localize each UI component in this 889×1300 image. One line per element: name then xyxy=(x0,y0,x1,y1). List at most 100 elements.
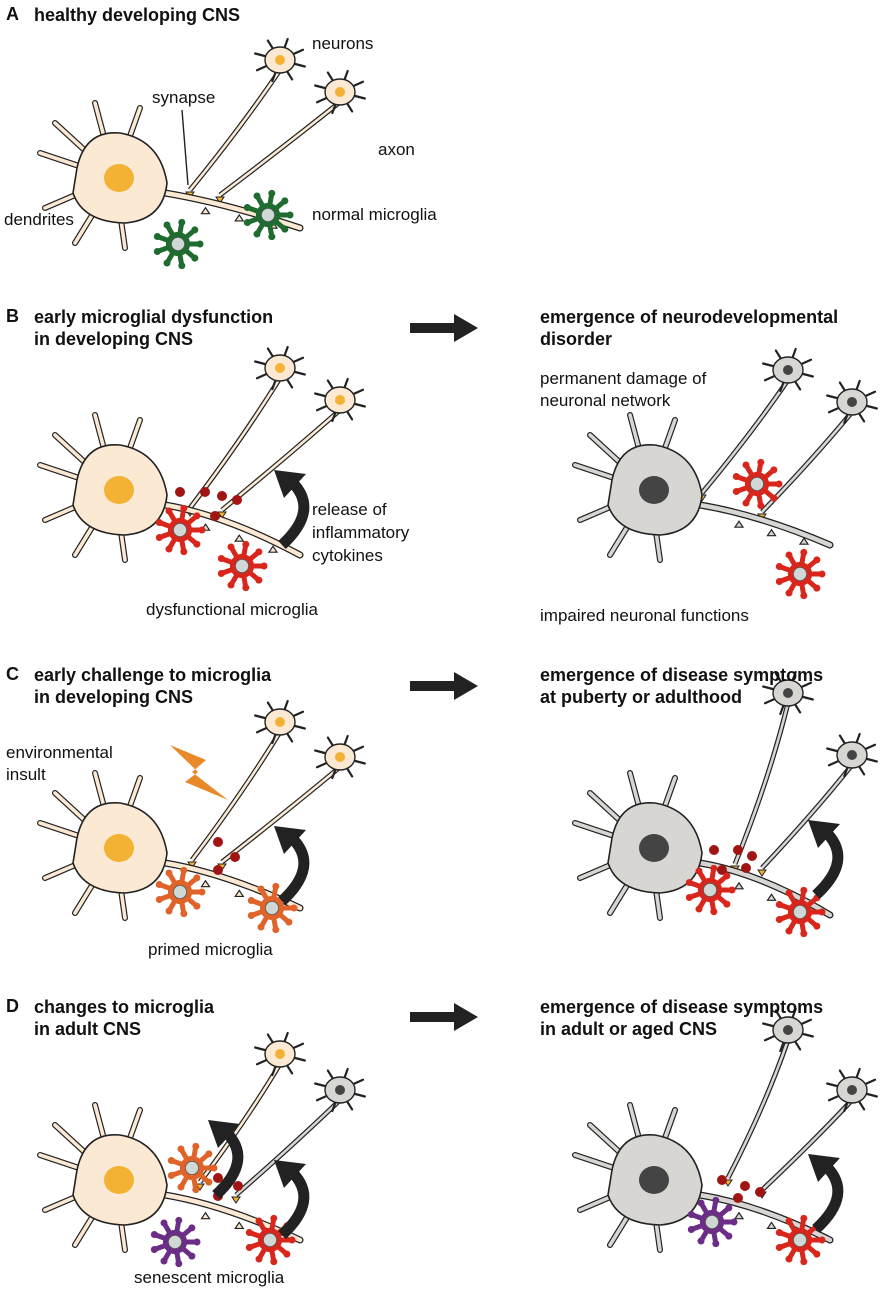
microglia-process-tip xyxy=(710,908,718,916)
small-nucleus xyxy=(275,1049,285,1059)
small-nucleus xyxy=(275,55,285,65)
dendritic-spine xyxy=(234,1221,245,1230)
microglia-process-tip xyxy=(153,232,161,240)
panel-b-title: early microglial dysfunction in developi… xyxy=(34,307,274,349)
arrow-shaft xyxy=(410,1012,456,1022)
panel-d-neuron-2 xyxy=(231,1067,366,1204)
cytokine xyxy=(200,487,210,497)
panel-d-main-neuron xyxy=(37,1102,304,1253)
small-nucleus xyxy=(275,717,285,727)
curved-arrow-head xyxy=(274,826,306,854)
axon-fill xyxy=(733,702,790,865)
panel-c-right-neuron-2 xyxy=(757,732,878,877)
microglia-process-tip xyxy=(245,1244,253,1252)
microglia-process-tip xyxy=(723,900,731,908)
microglia-process-tip xyxy=(285,918,293,926)
panel-d-right-senescent-microglia xyxy=(687,1196,738,1248)
dendritic-spine xyxy=(733,1211,745,1220)
microglia-process-tip xyxy=(227,581,235,589)
curved-arrow-head xyxy=(808,1154,840,1182)
panel-d-title: changes to microglia in adult CNS xyxy=(34,997,215,1039)
microglia-nucleus xyxy=(793,1233,808,1248)
microglia-process-tip xyxy=(243,219,251,227)
microglia-process-tip xyxy=(757,502,765,510)
microglia-process-tip xyxy=(165,869,173,877)
microglia-process-tip xyxy=(725,1232,733,1240)
microglia-process-tip xyxy=(695,867,703,875)
microglia-process-tip xyxy=(205,1178,213,1186)
panel-d-right-neuron-2 xyxy=(757,1067,878,1199)
label-neurons: neurons xyxy=(312,34,374,53)
dendritic-spine xyxy=(766,893,777,901)
curved-arrow-shaft xyxy=(212,1128,244,1200)
microglia-process-tip xyxy=(818,570,826,578)
axon-terminal xyxy=(217,511,227,519)
microglia-process-tip xyxy=(255,1217,263,1225)
microglia-process-tip xyxy=(155,880,163,888)
microglia-process-tip xyxy=(697,1199,705,1207)
panel-c-right-curved-arrow xyxy=(808,820,844,900)
microglia-process-tip xyxy=(175,1260,183,1268)
microglia-process-tip xyxy=(800,592,808,600)
axon xyxy=(732,702,791,865)
microglia-process-tip xyxy=(180,548,188,556)
panel-b-main-neuron xyxy=(37,412,304,563)
cytokine xyxy=(217,491,227,501)
label-synapse: synapse xyxy=(152,88,216,107)
label-normal-microglia: normal microglia xyxy=(312,205,437,224)
microglia-process-tip xyxy=(191,254,199,262)
neuron-nucleus xyxy=(639,476,669,504)
curved-arrow-shaft xyxy=(278,1168,310,1240)
panel-c-right-microglia-1 xyxy=(685,864,736,916)
dendritic-spine xyxy=(267,545,279,553)
cytokine xyxy=(232,495,242,505)
panel-a-title: healthy developing CNS xyxy=(34,5,241,25)
small-nucleus xyxy=(335,87,345,97)
microglia-nucleus xyxy=(703,883,718,898)
microglia-process-tip xyxy=(730,1218,738,1226)
microglia-process-tip xyxy=(725,1204,733,1212)
microglia-process-tip xyxy=(165,545,173,553)
microglia-process-tip xyxy=(268,233,276,241)
dendritic-spine xyxy=(766,528,777,537)
microglia-process-tip xyxy=(272,882,280,890)
label-dendrites: dendrites xyxy=(4,210,74,229)
label-dysfunctional-microglia: dysfunctional microglia xyxy=(146,600,318,619)
panel-d-right-curved-arrow xyxy=(808,1154,844,1234)
microglia-process-tip xyxy=(775,562,783,570)
curved-arrow-head xyxy=(274,1160,306,1188)
cytokine xyxy=(717,865,727,875)
microglia-process-tip xyxy=(178,218,186,226)
axon-fill xyxy=(221,766,341,864)
microglia-nucleus xyxy=(793,905,808,920)
axon-fill xyxy=(190,731,282,861)
microglia-nucleus xyxy=(260,207,275,222)
panel-letter-c: C xyxy=(6,664,19,684)
panel-c-title: early challenge to microglia in developi… xyxy=(34,665,272,707)
dendritic-spine xyxy=(234,213,245,222)
panel-a-main-neuron xyxy=(37,100,304,251)
microglia-process-tip xyxy=(163,259,171,267)
microglia-process-tip xyxy=(272,926,280,934)
microglia-process-tip xyxy=(775,480,783,488)
microglia-process-tip xyxy=(178,262,186,270)
panel-b-right-main-neuron xyxy=(572,412,834,563)
panel-a-microglia-1 xyxy=(243,189,294,241)
microglia-process-tip xyxy=(775,578,783,586)
panel-c-transition-arrow xyxy=(410,672,478,700)
neuron-nucleus xyxy=(104,476,134,504)
microglia-process-tip xyxy=(191,226,199,234)
microglia-process-tip xyxy=(800,886,808,894)
panel-c-right-neuron-1 xyxy=(730,670,814,873)
microglia-process-tip xyxy=(257,885,265,893)
panel-letter-a: A xyxy=(6,4,19,24)
curved-arrow-head xyxy=(208,1120,240,1148)
microglia-process-tip xyxy=(196,240,204,248)
microglia-process-tip xyxy=(242,540,250,548)
panel-a-microglia-2 xyxy=(153,218,204,270)
dendritic-spine xyxy=(234,534,245,542)
microglia-process-tip xyxy=(167,1172,175,1180)
axon-fill xyxy=(162,190,303,231)
neuron-nucleus xyxy=(104,1166,134,1194)
microglia-process-tip xyxy=(227,543,235,551)
